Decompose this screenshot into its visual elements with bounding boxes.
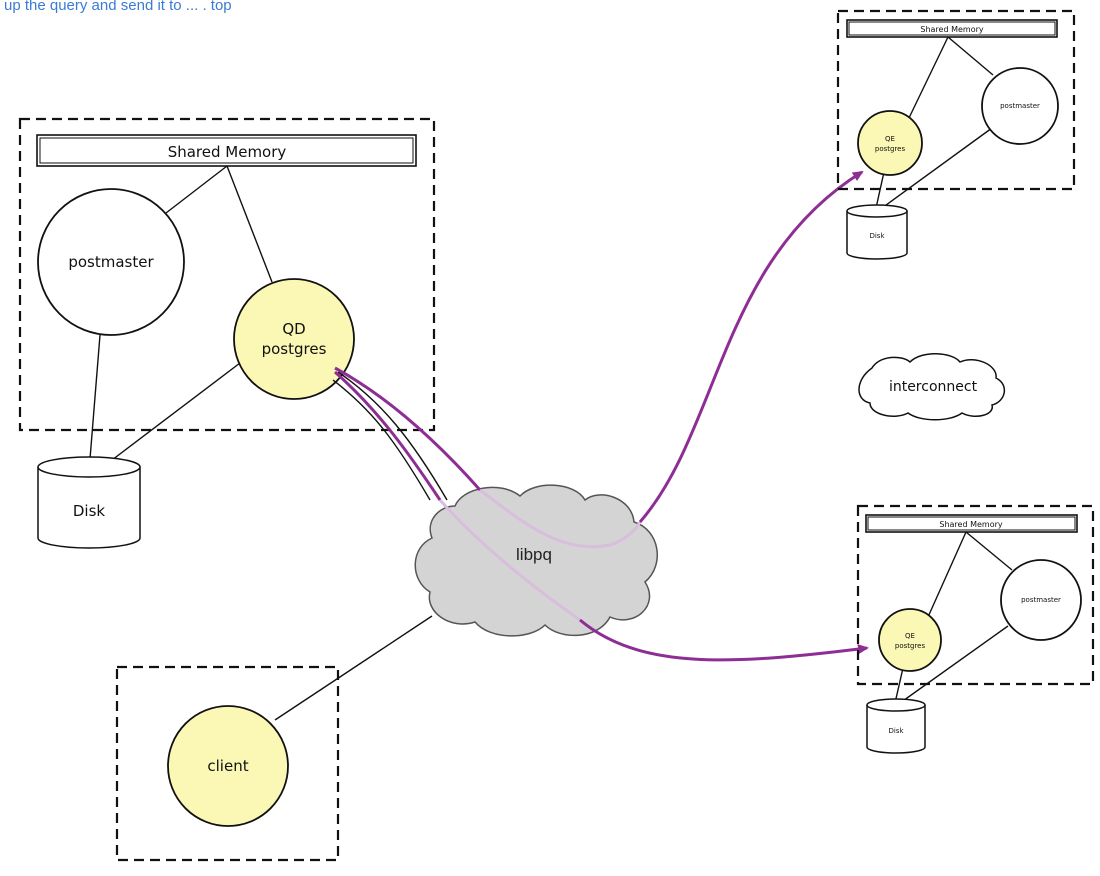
segment-bottom-shared-memory: Shared Memory <box>865 514 1078 533</box>
interconnect-label: interconnect <box>889 379 978 395</box>
qd-postgres-node <box>233 278 355 400</box>
line-bottom-sharedmem-postmaster <box>965 531 1013 571</box>
segment-top-disk: Disk <box>846 204 908 260</box>
segment-top-border <box>836 9 1076 191</box>
line-top-qe-disk <box>875 171 885 209</box>
interconnect-cloud: interconnect <box>858 353 1006 421</box>
segment-top-qe-line2: postgres <box>875 145 906 153</box>
segment-top-host: Shared Memory postmaster QE postgres <box>836 9 1076 209</box>
libpq-label: libpq <box>516 545 552 564</box>
segment-top-qe-node <box>857 110 923 176</box>
line-qd-libpq-b <box>337 371 448 501</box>
conn-qd-libpq-2 <box>334 370 442 501</box>
segment-top-shared-memory-label: Shared Memory <box>920 25 984 34</box>
libpq-cloud-shape <box>414 484 659 637</box>
qd-label-line2: postgres <box>262 340 327 358</box>
line-top-sharedmem-postmaster <box>947 36 994 76</box>
segment-bottom-qe-line2: postgres <box>895 642 926 650</box>
segment-top-shared-memory: Shared Memory <box>846 19 1058 38</box>
conn-to-bottom-segment <box>579 618 869 662</box>
segment-bottom-border <box>856 504 1095 686</box>
master-host: Shared Memory postmaster QD postgres <box>18 117 436 461</box>
line-top-sharedmem-qe <box>907 36 949 121</box>
client-label: client <box>207 757 248 775</box>
segment-bottom-host: Shared Memory postmaster QE postgres <box>856 504 1095 704</box>
master-postmaster-node <box>37 188 185 336</box>
master-shared-memory-label: Shared Memory <box>168 143 287 161</box>
conn-through-libpq-2 <box>438 499 581 622</box>
segment-top-postmaster-label: postmaster <box>1000 102 1040 110</box>
master-host-border <box>18 117 436 432</box>
line-top-postmaster-disk <box>881 127 993 209</box>
segment-bottom-disk: Disk <box>866 698 926 754</box>
conn-to-top-segment <box>638 170 864 523</box>
header-cut-text: up the query and send it to ... . top <box>4 0 232 14</box>
line-client-libpq <box>274 615 433 721</box>
segment-bottom-disk-label: Disk <box>888 727 904 735</box>
segment-top-disk-label: Disk <box>869 232 885 240</box>
qd-label-line1: QD <box>282 320 305 338</box>
client-node <box>167 705 289 827</box>
libpq-cloud: libpq <box>414 484 659 637</box>
segment-top-qe-line1: QE <box>885 135 895 143</box>
line-bottom-postmaster-disk <box>899 625 1009 704</box>
segment-bottom-postmaster-node <box>1000 559 1082 641</box>
master-shared-memory: Shared Memory <box>36 134 417 167</box>
master-disk: Disk <box>37 456 141 549</box>
segment-bottom-qe-node <box>878 608 942 672</box>
conn-qd-libpq-1 <box>334 366 482 491</box>
master-postmaster-label: postmaster <box>68 253 154 271</box>
segment-top-postmaster-node <box>981 67 1059 145</box>
line-qd-disk <box>111 362 241 461</box>
line-bottom-qe-disk <box>894 667 904 704</box>
segment-bottom-postmaster-label: postmaster <box>1021 596 1061 604</box>
line-bottom-sharedmem-qe <box>927 531 967 618</box>
interconnect-cloud-shape <box>858 353 1006 421</box>
segment-bottom-qe-line1: QE <box>905 632 915 640</box>
client-host: client <box>115 615 433 862</box>
line-postmaster-disk <box>89 334 101 460</box>
conn-through-libpq-1 <box>479 488 642 549</box>
segment-bottom-shared-memory-label: Shared Memory <box>939 520 1003 529</box>
master-disk-label: Disk <box>73 502 106 520</box>
line-sharedmem-qd <box>226 165 273 283</box>
line-sharedmem-postmaster <box>165 165 228 214</box>
line-qd-libpq-a <box>332 379 431 501</box>
